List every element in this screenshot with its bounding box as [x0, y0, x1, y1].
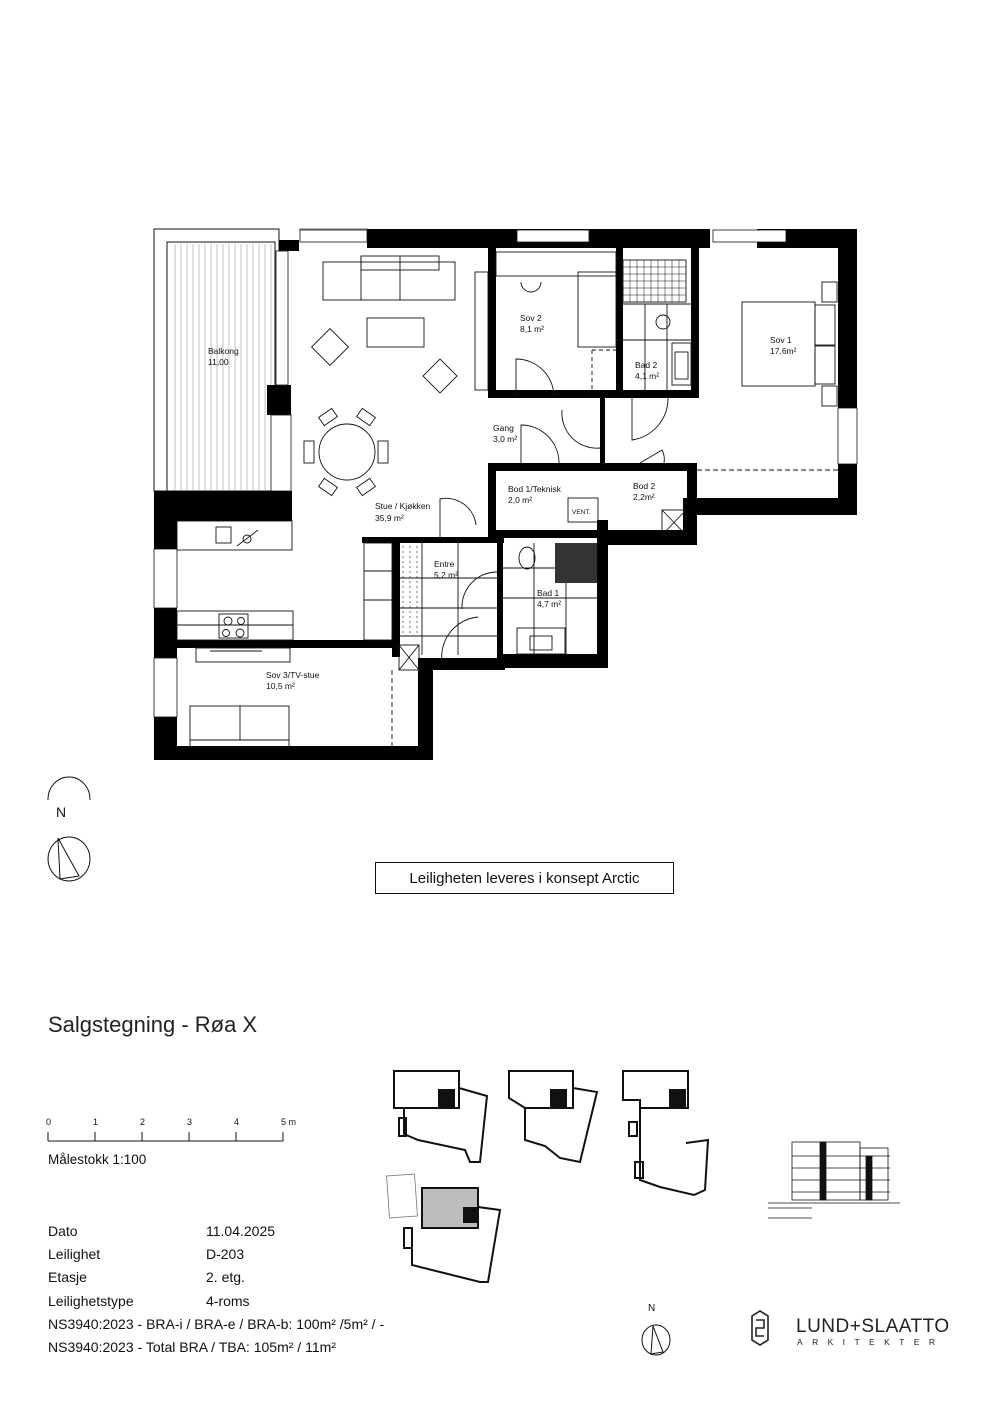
room-name-bod1: Bod 1/Teknisk [508, 484, 562, 494]
north-label-small: N [648, 1303, 656, 1314]
lund-slaatto-logo-icon [751, 1310, 769, 1346]
concept-note-box: Leiligheten leveres i konsept Arctic [375, 862, 674, 894]
info-row-leilighetstype: Leilighetstype 4-roms [48, 1290, 384, 1313]
north-arrow-icon [47, 836, 91, 882]
vent-label: VENT. [572, 509, 591, 516]
room-name-entre: Entre [434, 559, 455, 569]
concept-note-text: Leiligheten leveres i konsept Arctic [409, 869, 640, 887]
info-value: 11.04.2025 [206, 1223, 276, 1239]
room-name-stue: Stue / Kjøkken [375, 501, 431, 511]
area-line-total: NS3940:2023 - Total BRA / TBA: 105m² / 1… [48, 1339, 336, 1356]
north-arrow-small-icon [641, 1324, 671, 1356]
key-plan-neighbor [386, 1173, 418, 1219]
room-name-sov1: Sov 1 [770, 335, 792, 345]
svg-text:0: 0 [46, 1117, 51, 1127]
scale-label: Målestokk 1:100 [48, 1152, 147, 1167]
entre-mat [402, 546, 418, 635]
svg-text:3: 3 [187, 1117, 192, 1127]
room-name-bad1: Bad 1 [537, 588, 559, 598]
shower-grid [623, 260, 686, 302]
info-value: 4-roms [206, 1292, 250, 1309]
room-area-balkong: 11,00 [208, 357, 229, 367]
room-area-gang: 3,0 m² [493, 434, 517, 444]
north-label: N [56, 804, 67, 820]
room-area-bad2: 4,1 m² [635, 371, 659, 381]
info-value: 2. etg. [206, 1269, 245, 1286]
info-row-dato: Dato 11.04.2025 [48, 1220, 384, 1243]
walls [154, 228, 857, 760]
info-key: Etasje [48, 1269, 87, 1286]
balcony-deck [174, 244, 272, 490]
scale-bar [47, 1132, 284, 1142]
info-key: Dato [48, 1223, 78, 1239]
room-name-balkong: Balkong [208, 346, 239, 356]
area-line-bra: NS3940:2023 - BRA-i / BRA-e / BRA-b: 100… [48, 1315, 385, 1332]
room-area-bad1: 4,7 m² [537, 599, 561, 609]
room-area-sov2: 8,1 m² [520, 324, 544, 334]
room-area-entre: 5,2 m² [434, 570, 458, 580]
scale-ticks: 0 1 2 3 4 5 m [46, 1117, 296, 1127]
svg-text:2: 2 [140, 1117, 145, 1127]
room-area-sov1: 17,6m² [770, 346, 797, 356]
room-name-bod2: Bod 2 [633, 481, 655, 491]
room-name-sov2: Sov 2 [520, 313, 542, 323]
building-elevation [768, 1141, 900, 1219]
room-area-stue: 35,9 m² [375, 513, 404, 523]
svg-text:5 m: 5 m [281, 1117, 296, 1127]
room-name-gang: Gang [493, 423, 514, 433]
svg-text:1: 1 [93, 1117, 98, 1127]
bad1-shower [555, 543, 597, 583]
key-plans [393, 1070, 710, 1283]
highlighted-unit [421, 1187, 479, 1229]
room-name-sov3: Sov 3/TV-stue [266, 670, 320, 680]
room-area-sov3: 10,5 m² [266, 681, 295, 691]
info-row-etasje: Etasje 2. etg. [48, 1266, 384, 1289]
svg-text:4: 4 [234, 1117, 239, 1127]
page-title: Salgstegning - Røa X [48, 1012, 258, 1037]
logo-subtitle: ARKITEKTER [797, 1337, 945, 1347]
info-value: D-203 [206, 1246, 245, 1263]
info-key: Leilighetstype [48, 1292, 134, 1309]
room-area-bod2: 2,2m² [633, 492, 655, 502]
info-table: Dato 11.04.2025 Leilighet D-203 Etasje 2… [48, 1220, 384, 1359]
room-area-bod1: 2,0 m² [508, 495, 532, 505]
windows [153, 229, 858, 718]
room-name-bad2: Bad 2 [635, 360, 657, 370]
north-arrow-icon [47, 776, 91, 800]
info-row-leilighet: Leilighet D-203 [48, 1243, 384, 1266]
info-key: Leilighet [48, 1246, 101, 1263]
logo-wordmark: LUND+SLAATTO [796, 1316, 950, 1337]
floor-plan: Balkong 11,00 Stue / Kjøkken 35,9 m² Sov… [47, 228, 858, 800]
